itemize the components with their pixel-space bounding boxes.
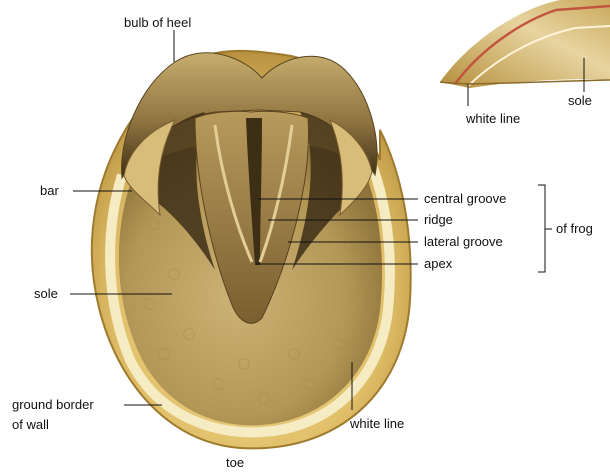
label-sole-top: sole [568, 93, 592, 108]
label-white-line-bottom: white line [349, 416, 404, 431]
label-central-groove: central groove [424, 191, 506, 206]
label-ridge: ridge [424, 212, 453, 227]
label-sole: sole [34, 286, 58, 301]
label-ground-border-line2: of wall [12, 417, 49, 432]
label-bar: bar [40, 183, 59, 198]
label-of-frog: of frog [556, 221, 593, 236]
label-bulb-of-heel: bulb of heel [124, 15, 191, 30]
label-toe: toe [226, 455, 244, 470]
label-white-line-top: white line [465, 111, 520, 126]
label-apex: apex [424, 256, 453, 271]
label-lateral-groove: lateral groove [424, 234, 503, 249]
label-ground-border-line1: ground border [12, 397, 94, 412]
